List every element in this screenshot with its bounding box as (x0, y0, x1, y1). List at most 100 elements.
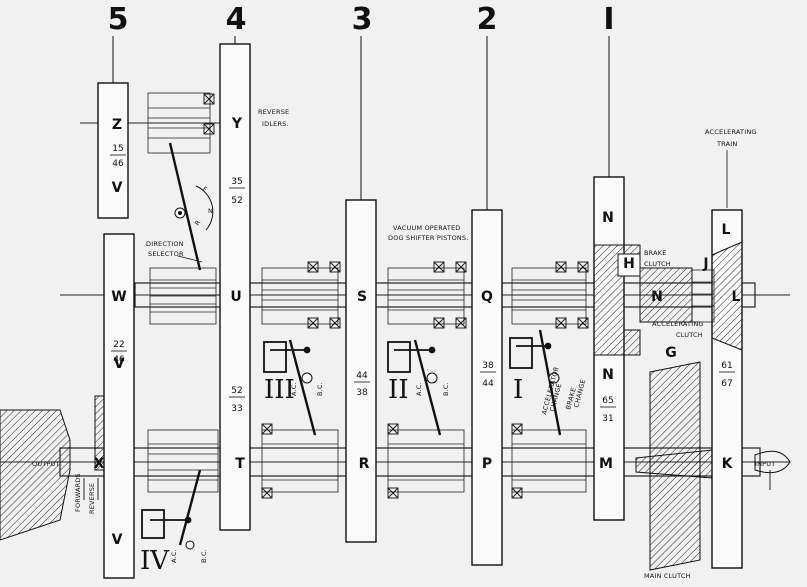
numeral-iii: III (264, 375, 295, 405)
accelerating-clutch-label-1: ACCELERATING (652, 320, 704, 328)
piston-i (509, 337, 552, 369)
forwards-label: FORWARDS (74, 473, 82, 512)
bearing (433, 261, 445, 273)
ratio-sr-num: 44 (356, 371, 368, 381)
fork-iv (178, 469, 202, 546)
input-label: INPUT (755, 460, 775, 468)
dog-clutch-us (261, 267, 339, 325)
bearing (387, 423, 399, 435)
gear-n-top: N (602, 210, 614, 226)
main-clutch-label: MAIN CLUTCH (644, 572, 691, 580)
output-bevel-gear (0, 409, 71, 541)
ratio-sr-den: 38 (356, 388, 368, 398)
ratio-ut-den: 33 (231, 404, 242, 414)
ratio-lk-num: 61 (721, 361, 732, 371)
gear-l-mid: L (732, 289, 741, 305)
main-clutch-hub (635, 449, 713, 479)
bearing (261, 423, 273, 435)
ratio-wv-num: 22 (113, 340, 124, 350)
gear-h: H (623, 256, 635, 272)
shaft-4-label: 4 (226, 2, 247, 37)
ratio-ut: 52 33 (229, 386, 245, 414)
plate-zv (97, 82, 129, 219)
fork-ii (413, 339, 442, 436)
ratio-qp-num: 38 (482, 361, 494, 371)
gear-j: J (702, 256, 708, 272)
dog-clutch-qn (511, 267, 587, 325)
bearing (329, 317, 341, 329)
input-coupling (754, 450, 791, 474)
dog-clutch-rp (387, 429, 465, 493)
shaft-2-label: 2 (477, 2, 498, 37)
accelerating-clutch-l (711, 241, 743, 351)
ratio-yu-num: 35 (231, 177, 242, 187)
dog-clutch-xt (147, 429, 219, 493)
bc-label-ii: B.C. (442, 382, 450, 396)
ac-label-iv: A.C. (170, 549, 178, 563)
ac-label-iii: A.C. (290, 382, 298, 396)
reverse-idlers-label-1: REVERSE (258, 108, 289, 116)
ratio-qp-den: 44 (482, 379, 494, 389)
bc-label-iii: B.C. (316, 382, 324, 396)
gear-n-low: N (602, 367, 614, 383)
brake-clutch-hub (593, 244, 641, 356)
ratio-yu: 35 52 (229, 177, 245, 206)
ratio-zv: 15 46 (110, 144, 126, 169)
accelerating-train-label-2: TRAIN (716, 140, 737, 148)
selector-fork (168, 142, 202, 271)
direction-selector-pivot (174, 185, 214, 231)
dog-clutch-zy (147, 92, 211, 154)
selector-r-label: R (193, 218, 202, 227)
bearing (577, 261, 589, 273)
clutch-assemblies (0, 241, 791, 571)
dog-clutch-wu (149, 267, 217, 325)
middle-shaft (134, 282, 756, 308)
bearing (555, 317, 567, 329)
gear-l-top: L (722, 222, 731, 238)
bearing (455, 261, 467, 273)
gear-v-top: V (112, 180, 123, 196)
ratio-yu-den: 52 (231, 196, 242, 206)
gear-k: K (722, 456, 734, 472)
gear-s: S (357, 289, 367, 305)
plate-3 (345, 199, 377, 543)
output-label: OUTPUT (32, 460, 60, 468)
gear-z: Z (112, 117, 122, 133)
ratio-nm: 65 31 (600, 396, 616, 424)
bearing (511, 487, 523, 499)
ratio-nm-num: 65 (602, 396, 613, 406)
bearing (511, 423, 523, 435)
bearing (577, 317, 589, 329)
brake-clutch-label-1: BRAKE (644, 249, 667, 257)
brake-clutch-h (617, 253, 641, 277)
ratio-wv-den: 46 (113, 355, 125, 365)
annotations: REVERSE IDLERS. ACCELERATING TRAIN VACUU… (32, 108, 775, 580)
piston-ii (387, 341, 436, 373)
shifter-forks (168, 142, 562, 546)
bearing (307, 261, 319, 273)
bearing (329, 261, 341, 273)
dog-clutch-sq (387, 267, 465, 325)
numeral-i: I (513, 375, 523, 405)
piston-iii (263, 341, 311, 373)
shaft-5-label: 5 (108, 2, 129, 37)
ratio-sr: 44 38 (354, 371, 370, 398)
reverse-idlers-label-2: IDLERS. (262, 120, 289, 128)
selector-f-label: F (201, 185, 209, 194)
selector-n-label: N (208, 207, 213, 215)
plate-2 (471, 209, 503, 566)
ratio-lk-den: 67 (721, 379, 732, 389)
gear-x: X (94, 456, 105, 472)
shaft-numbers: 5 4 3 2 I (108, 2, 615, 37)
dog-clutch-jl (691, 269, 715, 323)
ratio-lk: 61 67 (719, 361, 735, 389)
bearing (203, 123, 215, 135)
ratio-wv: 22 46 (111, 340, 127, 365)
gear-v-low: V (112, 532, 123, 548)
ac-label-ii: A.C. (415, 382, 423, 396)
fork-iii (288, 339, 317, 436)
ratio-nm-den: 31 (602, 414, 613, 424)
gear-y: Y (231, 116, 243, 132)
